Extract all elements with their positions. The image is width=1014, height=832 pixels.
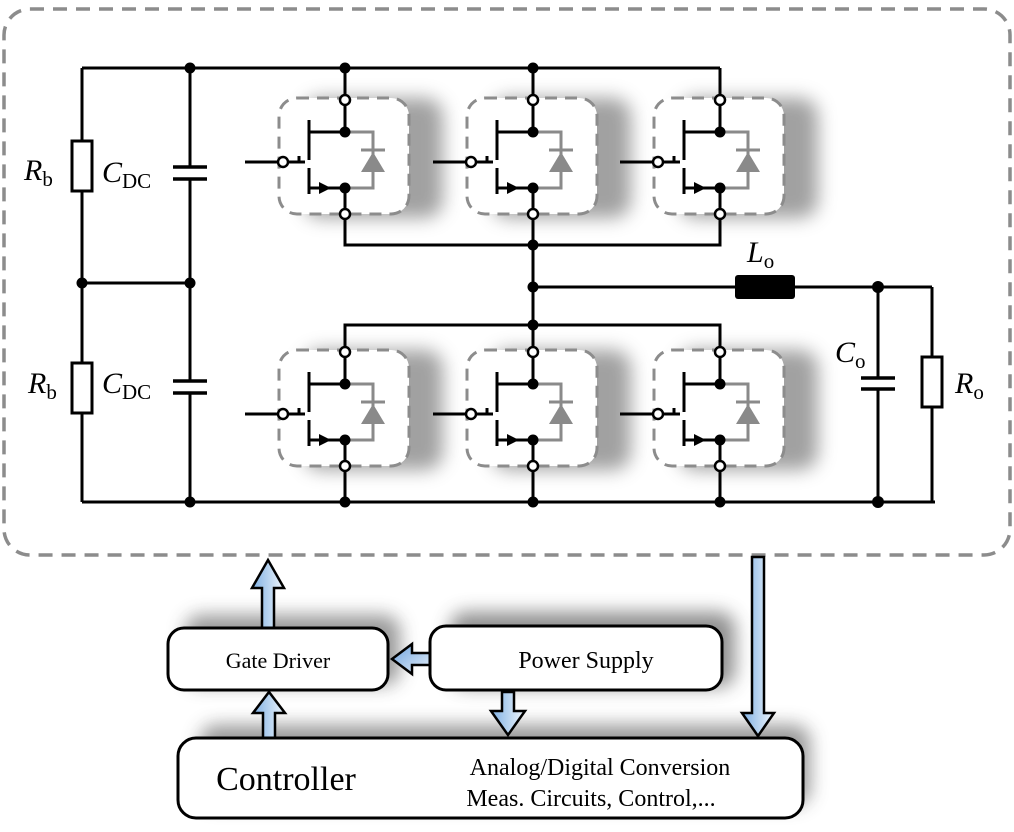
arrow-gate-driver-to-power-stage	[249, 557, 287, 630]
resistor-rb-bottom	[70, 361, 94, 415]
arrow-power-supply-to-controller	[488, 690, 528, 738]
gate-driver-block: Gate Driver	[166, 626, 390, 692]
switch-module-s3	[620, 94, 818, 222]
label-rb-top: Rb	[23, 154, 53, 191]
label-ro: Ro	[954, 367, 984, 404]
power-supply-block: Power Supply	[428, 624, 724, 692]
label-cdc-top: CDC	[102, 156, 151, 193]
switch-module-s2	[433, 94, 631, 222]
controller-block: Controller Analog/Digital Conversion Mea…	[176, 736, 805, 820]
power-supply-label: Power Supply	[518, 648, 653, 674]
switch-module-s4	[245, 346, 443, 474]
capacitor-cdc-top	[172, 165, 208, 181]
resistor-rb-top	[70, 139, 94, 193]
switch-module-s6	[620, 346, 818, 474]
capacitor-cdc-bottom	[172, 379, 208, 395]
label-cdc-bottom: CDC	[102, 367, 151, 404]
arrow-power-stage-to-controller	[739, 555, 777, 739]
label-co: Co	[835, 336, 866, 373]
leg-interconnects	[339, 62, 726, 508]
gate-driver-label: Gate Driver	[226, 648, 331, 673]
switch-module-s5	[433, 346, 631, 474]
output-filter: Lo Co Ro	[533, 236, 984, 508]
label-lo: Lo	[746, 236, 774, 273]
controller-line1: Analog/Digital Conversion	[470, 755, 731, 781]
controller-title: Controller	[216, 761, 356, 798]
capacitor-co	[860, 376, 896, 391]
power-stage-frame	[2, 7, 1012, 557]
inductor-lo	[735, 275, 795, 299]
label-rb-bottom: Rb	[27, 367, 57, 404]
resistor-ro	[920, 355, 944, 409]
arrow-controller-to-gate-driver	[250, 689, 288, 740]
controller-line2: Meas. Circuits, Control,...	[466, 786, 715, 812]
dc-link: Rb CDC Rb CDC	[23, 62, 935, 508]
switch-module-s1	[245, 94, 443, 222]
